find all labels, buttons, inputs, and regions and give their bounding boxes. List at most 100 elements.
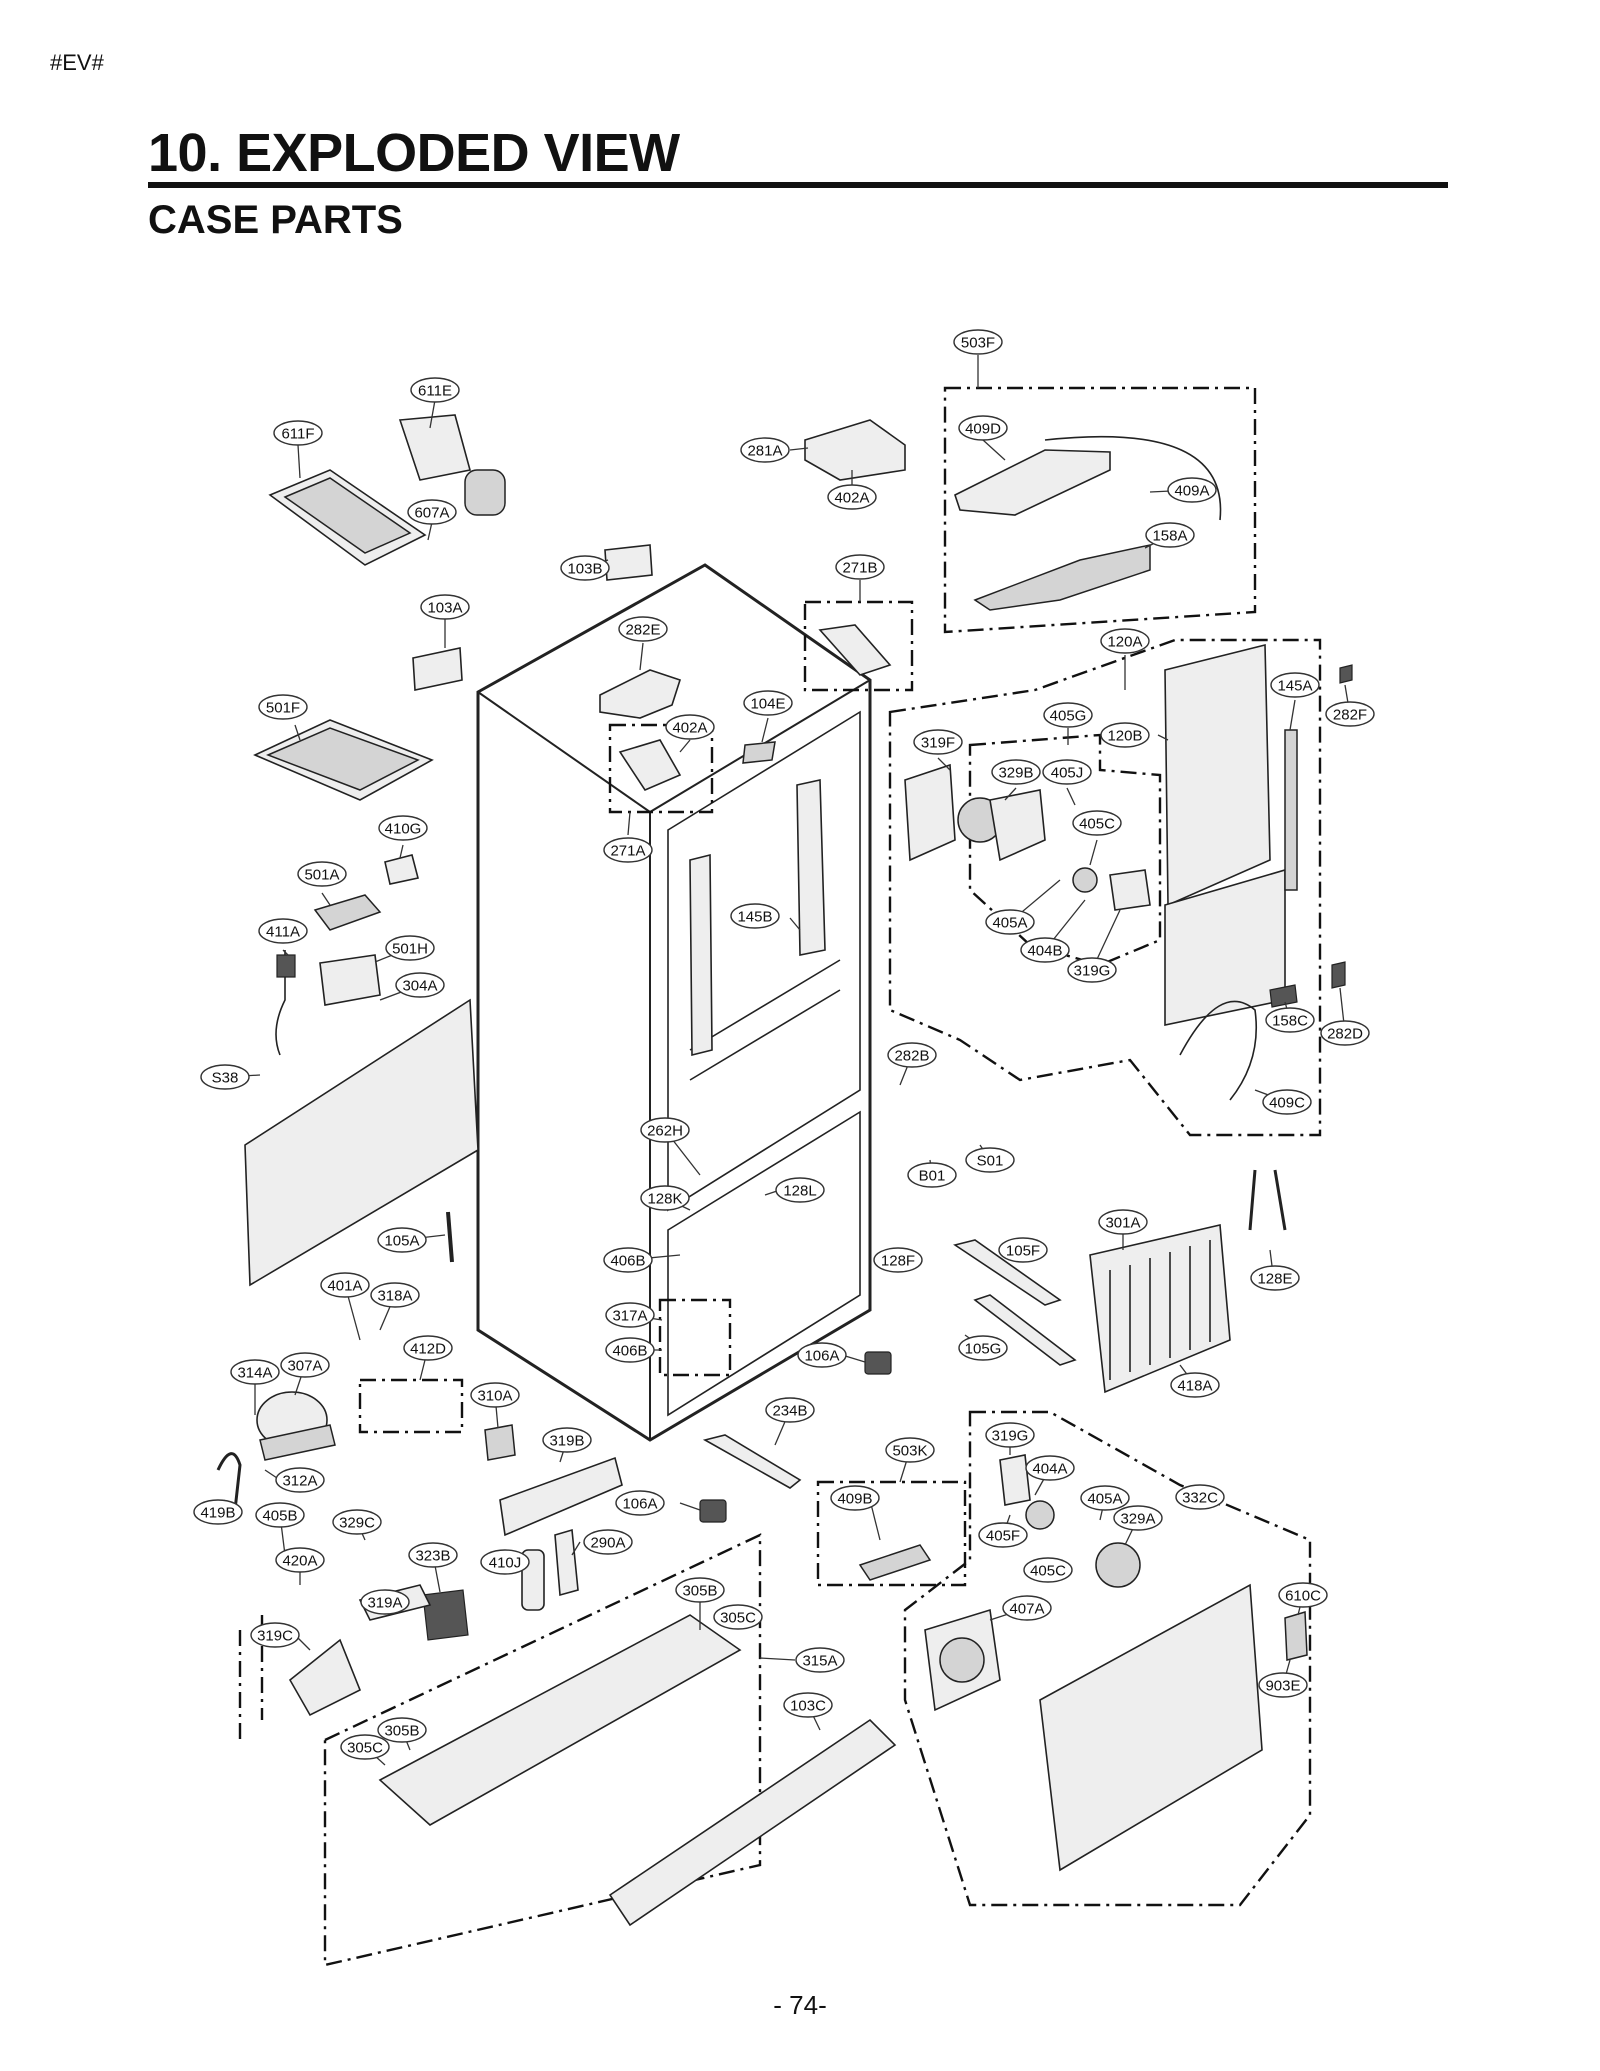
- callout-304a: 304A: [395, 972, 445, 998]
- page-number: - 74-: [773, 1990, 827, 2020]
- callout-b01: B01: [907, 1162, 957, 1188]
- part-304A-back-cover: [244, 998, 479, 1287]
- part-332C-back-panel: [1039, 1583, 1263, 1872]
- callout-282b: 282B: [887, 1042, 937, 1068]
- callout-text: 319G: [1074, 963, 1111, 980]
- callout-text: 332C: [1182, 1490, 1218, 1507]
- callout-text: 128L: [783, 1183, 816, 1200]
- group-503F: [943, 386, 1257, 634]
- callout-text: 323B: [415, 1548, 450, 1565]
- part-501F-tray: [253, 719, 434, 801]
- group-503K: [816, 1480, 967, 1587]
- callout-text: 106A: [622, 1496, 657, 1513]
- callout-305c: 305C: [340, 1734, 390, 1760]
- callout-611f: 611F: [273, 420, 323, 446]
- group-315A: [323, 1533, 762, 1967]
- callout-text: 317A: [612, 1308, 647, 1325]
- callout-315a: 315A: [795, 1647, 845, 1673]
- callout-410j: 410J: [480, 1549, 530, 1575]
- callout-405f: 405F: [978, 1522, 1028, 1548]
- callout-text: 319G: [992, 1428, 1029, 1445]
- callout-610c: 610C: [1278, 1582, 1328, 1608]
- callout-319g: 319G: [985, 1422, 1035, 1448]
- callout-text: 501A: [304, 867, 339, 884]
- callout-text: 312A: [282, 1473, 317, 1490]
- callout-text: 401A: [327, 1278, 362, 1295]
- callout-text: 305C: [347, 1740, 383, 1757]
- callout-text: 310A: [477, 1388, 512, 1405]
- callout-text: 329C: [339, 1515, 375, 1532]
- callout-text: 405A: [1087, 1491, 1122, 1508]
- callout-411a: 411A: [258, 918, 308, 944]
- part-103C-front-cover: [608, 1718, 897, 1927]
- callout-text: 329A: [1120, 1511, 1155, 1528]
- callout-305c: 305C: [713, 1604, 763, 1630]
- callout-text: 158C: [1272, 1013, 1308, 1030]
- part-407A-shroud: [924, 1608, 1001, 1712]
- callout-text: 419B: [200, 1505, 235, 1522]
- callout-text: 103A: [427, 600, 462, 617]
- callout-s38: S38: [200, 1064, 250, 1090]
- callout-305b: 305B: [675, 1577, 725, 1603]
- part-410G-block: [384, 854, 419, 885]
- part-145B-rail: [689, 779, 826, 1057]
- part-282F-clip: [1339, 664, 1353, 684]
- callout-text: S38: [212, 1070, 239, 1087]
- part-310A-relay: [484, 1424, 516, 1461]
- callout-text: 412D: [410, 1341, 446, 1358]
- callout-text: 405B: [262, 1508, 297, 1525]
- callout-text: 607A: [414, 505, 449, 522]
- callout-128k: 128K: [640, 1185, 690, 1211]
- callout-332c: 332C: [1175, 1484, 1225, 1510]
- callout-text: 611E: [418, 383, 452, 400]
- part-271B-hinge: [818, 624, 892, 676]
- callout-120a: 120A: [1100, 628, 1150, 654]
- part-501A-pcb: [313, 894, 382, 931]
- callout-319a: 319A: [360, 1589, 410, 1615]
- callout-106a: 106A: [797, 1342, 847, 1368]
- callout-323b: 323B: [408, 1542, 458, 1568]
- callout-128f: 128F: [873, 1247, 923, 1273]
- callout-text: 405C: [1079, 816, 1115, 833]
- part-158A-grille: [973, 544, 1151, 611]
- callout-105g: 105G: [958, 1335, 1008, 1361]
- callout-text: 305B: [682, 1583, 717, 1600]
- callout-text: 402A: [834, 490, 869, 507]
- callout-319c: 319C: [250, 1622, 300, 1648]
- callout-text: 145A: [1277, 678, 1312, 695]
- part-329B-fan: [957, 789, 1046, 862]
- callout-406b: 406B: [605, 1337, 655, 1363]
- callout-text: 319C: [257, 1628, 293, 1645]
- part-329A-fan: [1095, 1542, 1141, 1588]
- callout-158a: 158A: [1145, 522, 1195, 548]
- callout-607a: 607A: [407, 499, 457, 525]
- page-subtitle: CASE PARTS: [148, 198, 403, 242]
- part-610C-control: [1284, 1611, 1308, 1661]
- callout-text: 405A: [992, 915, 1027, 932]
- callout-281a: 281A: [740, 437, 790, 463]
- callout-text: 234B: [772, 1403, 807, 1420]
- callout-404a: 404A: [1025, 1455, 1075, 1481]
- callout-text: 103C: [790, 1698, 826, 1715]
- part-409B-light: [858, 1544, 932, 1581]
- callout-text: 282E: [625, 622, 660, 639]
- callout-text: 404A: [1032, 1461, 1067, 1478]
- group-305C-left: [238, 1615, 264, 1740]
- part-307A-compressor: [256, 1391, 336, 1461]
- callout-text: 262H: [647, 1123, 683, 1140]
- callout-text: 105A: [384, 1233, 419, 1250]
- callout-903e: 903E: [1258, 1672, 1308, 1698]
- callout-text: 903E: [1265, 1678, 1300, 1695]
- part-106A-leg: [699, 1351, 892, 1523]
- group-271B: [803, 600, 914, 692]
- callout-158c: 158C: [1265, 1007, 1315, 1033]
- callout-501f: 501F: [258, 694, 308, 720]
- callout-319b: 319B: [542, 1427, 592, 1453]
- part-282E-hinge: [599, 669, 682, 719]
- callout-labels: 611E611F607A103B103A281A402A503F409D409A…: [193, 329, 1375, 1760]
- callout-314a: 314A: [230, 1359, 280, 1385]
- callout-410g: 410G: [378, 815, 428, 841]
- callout-120b: 120B: [1100, 722, 1150, 748]
- callout-405c: 405C: [1023, 1557, 1073, 1583]
- callout-text: 158A: [1152, 528, 1187, 545]
